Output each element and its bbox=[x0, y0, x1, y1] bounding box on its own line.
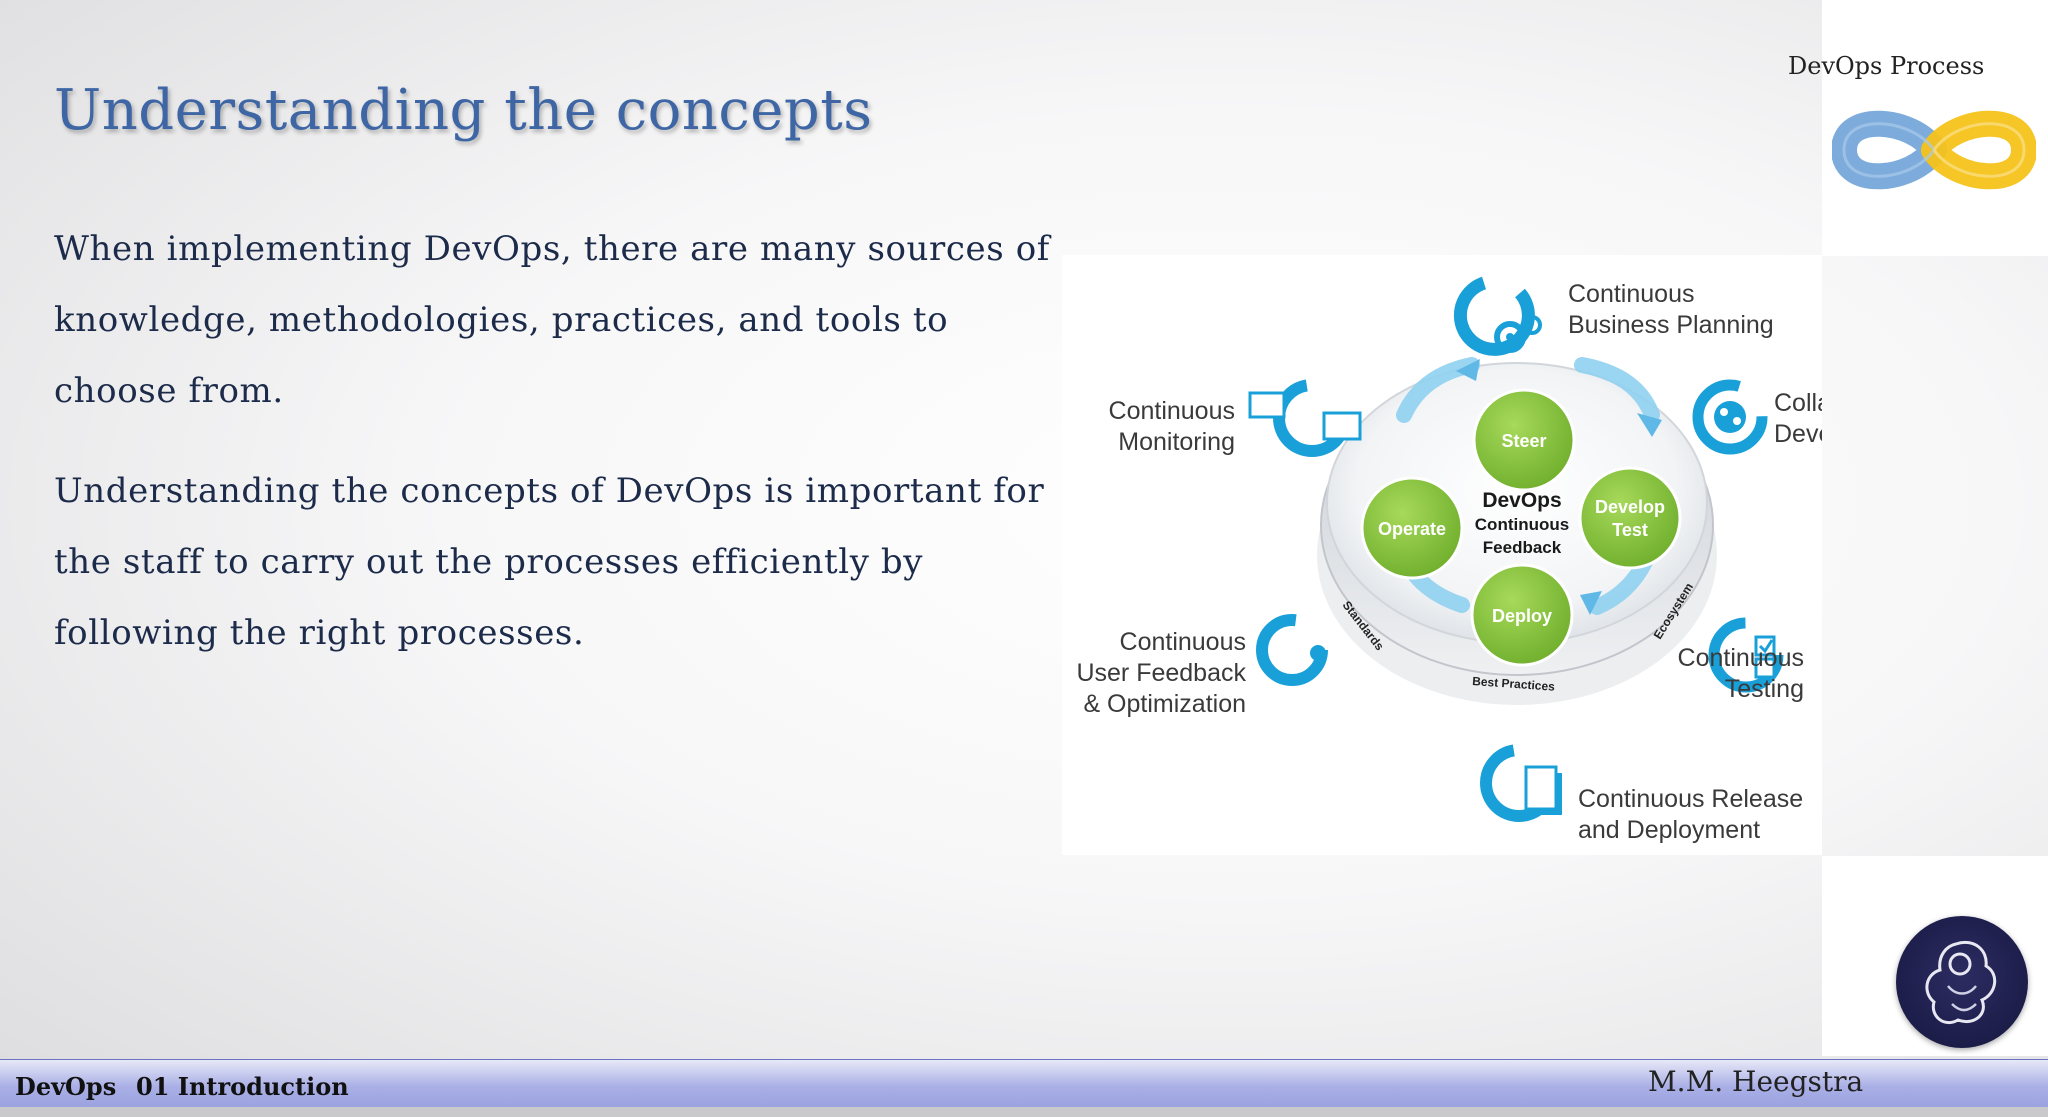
collaborative-development-label-1: Collaborative bbox=[1774, 389, 1822, 417]
release-deployment-icon bbox=[1480, 744, 1562, 822]
testing-icon bbox=[1708, 617, 1784, 693]
test-label: Test bbox=[1612, 520, 1648, 540]
slide-title: Understanding the concepts bbox=[54, 78, 873, 143]
operate-label: Operate bbox=[1378, 519, 1446, 539]
emblem-seal-icon bbox=[1896, 916, 2028, 1048]
monitoring-label-1: Continuous bbox=[1109, 397, 1235, 425]
deploy-label: Deploy bbox=[1492, 606, 1552, 626]
release-deployment-label-2: and Deployment bbox=[1578, 816, 1760, 844]
footer-course: DevOps bbox=[15, 1072, 117, 1101]
footer-author: M.M. Heegstra bbox=[1648, 1065, 1864, 1098]
user-feedback-icon bbox=[1256, 614, 1328, 686]
steer-circle: Steer bbox=[1472, 388, 1576, 492]
develop-test-circle: Develop Test bbox=[1578, 466, 1682, 570]
user-feedback-label-3: & Optimization bbox=[1083, 690, 1246, 718]
monitoring-label-2: Monitoring bbox=[1118, 428, 1235, 456]
business-planning-icon bbox=[1453, 276, 1542, 356]
bottom-band bbox=[0, 1107, 2048, 1117]
develop-label: Develop bbox=[1595, 497, 1665, 517]
release-deployment-label-1: Continuous Release bbox=[1578, 785, 1803, 813]
slide-footer: DevOps 01 Introduction M.M. Heegstra bbox=[0, 1059, 2048, 1108]
user-feedback-label-1: Continuous bbox=[1120, 628, 1246, 656]
user-feedback-label-2: User Feedback bbox=[1076, 659, 1246, 687]
rim-best-practices: Best Practices bbox=[1472, 674, 1556, 694]
testing-label-1: Continuous bbox=[1678, 644, 1804, 672]
collaborative-development-label-2: Development bbox=[1774, 420, 1822, 448]
steer-label: Steer bbox=[1501, 431, 1546, 451]
devops-cycle-diagram: Steer Develop Test Deploy Operate DevOps… bbox=[1076, 276, 1822, 844]
collaborative-development-icon bbox=[1692, 379, 1768, 455]
business-planning-label-1: Continuous bbox=[1568, 280, 1694, 308]
center-title: DevOps bbox=[1482, 489, 1561, 512]
devops-process-label: DevOps Process bbox=[1788, 52, 1985, 80]
business-planning-label-2: Business Planning bbox=[1568, 311, 1774, 339]
paragraph-1: When implementing DevOps, there are many… bbox=[54, 229, 1050, 411]
deploy-circle: Deploy bbox=[1470, 563, 1574, 667]
testing-label-2: Testing bbox=[1725, 675, 1804, 703]
operate-circle: Operate bbox=[1360, 476, 1464, 580]
paragraph-2: Understanding the concepts of DevOps is … bbox=[54, 471, 1045, 653]
infinity-loop-icon bbox=[1832, 110, 2036, 190]
footer-chapter: 01 Introduction bbox=[136, 1072, 349, 1101]
center-line-3: Feedback bbox=[1483, 538, 1562, 557]
monitoring-icon bbox=[1248, 379, 1362, 457]
center-line-2: Continuous bbox=[1475, 515, 1569, 534]
